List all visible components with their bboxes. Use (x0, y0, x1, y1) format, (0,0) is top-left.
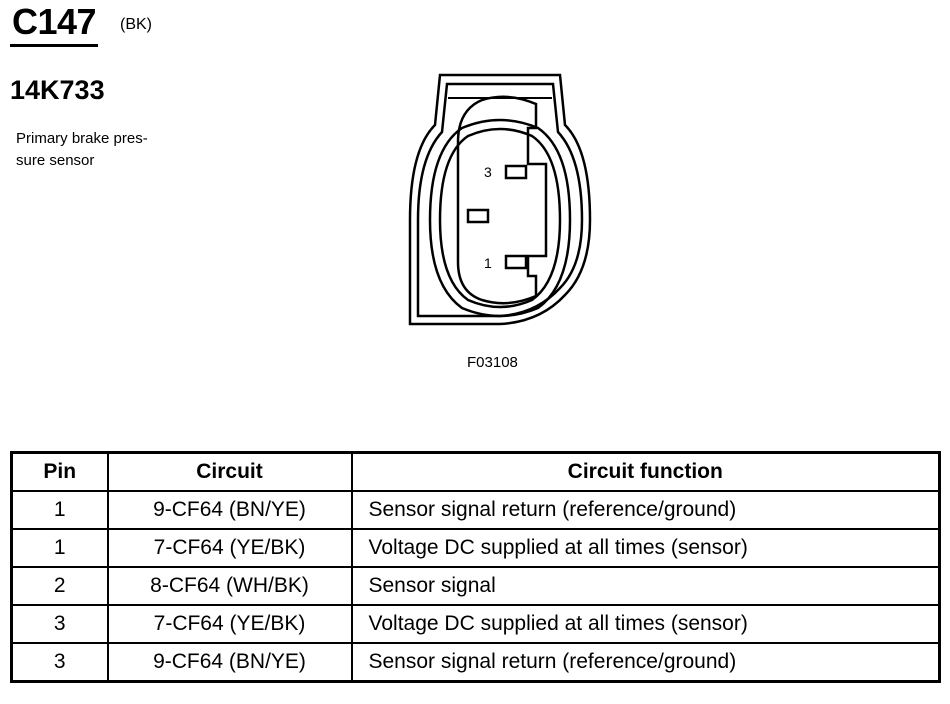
pin-cavity (456, 95, 548, 305)
cell-circuit: 9-CF64 (BN/YE) (106, 642, 353, 683)
connector-face-diagram: 3 1 (408, 73, 592, 326)
cell-pin: 1 (10, 490, 109, 530)
cell-function: Sensor signal return (reference/ground) (350, 642, 941, 683)
cell-circuit: 9-CF64 (BN/YE) (106, 490, 353, 530)
table-row: 1 9-CF64 (BN/YE) Sensor signal return (r… (10, 490, 941, 530)
cell-pin: 2 (10, 566, 109, 606)
header-pin: Pin (10, 451, 109, 492)
table-row: 3 7-CF64 (YE/BK) Voltage DC supplied at … (10, 604, 941, 644)
part-number: 14K733 (10, 75, 105, 105)
connector-id-underline (10, 44, 98, 47)
cell-pin: 3 (10, 604, 109, 644)
component-description: Primary brake pres- sure sensor (16, 128, 191, 172)
cell-circuit: 7-CF64 (YE/BK) (106, 604, 353, 644)
connector-color: (BK) (120, 16, 152, 33)
table-row: 1 7-CF64 (YE/BK) Voltage DC supplied at … (10, 528, 941, 568)
table-row: 2 8-CF64 (WH/BK) Sensor signal (10, 566, 941, 606)
pin-2-terminal (466, 208, 490, 224)
cell-function: Sensor signal (350, 566, 941, 606)
pin-table: Pin Circuit Circuit function 1 9-CF64 (B… (10, 451, 941, 683)
cell-pin: 1 (10, 528, 109, 568)
connector-id: C147 (12, 1, 97, 42)
pin-3-terminal (504, 164, 528, 180)
pin-1-terminal (504, 254, 528, 270)
cell-function: Sensor signal return (reference/ground) (350, 490, 941, 530)
header-function: Circuit function (350, 451, 941, 492)
pin-label-3: 3 (484, 164, 492, 180)
cell-function: Voltage DC supplied at all times (sensor… (350, 604, 941, 644)
cell-circuit: 8-CF64 (WH/BK) (106, 566, 353, 606)
figure-id: F03108 (467, 354, 518, 371)
pin-label-1: 1 (484, 255, 492, 271)
table-header-row: Pin Circuit Circuit function (10, 451, 941, 492)
component-description-line-2: sure sensor (16, 152, 95, 169)
cell-circuit: 7-CF64 (YE/BK) (106, 528, 353, 568)
component-description-line-1: Primary brake pres- (16, 130, 148, 147)
cell-function: Voltage DC supplied at all times (sensor… (350, 528, 941, 568)
connector-housing (408, 73, 592, 326)
header-circuit: Circuit (106, 451, 353, 492)
cell-pin: 3 (10, 642, 109, 683)
table-row: 3 9-CF64 (BN/YE) Sensor signal return (r… (10, 642, 941, 683)
